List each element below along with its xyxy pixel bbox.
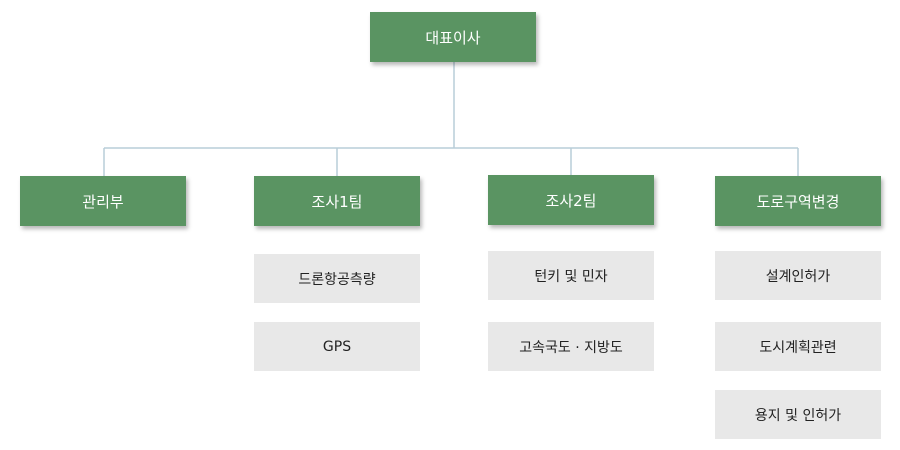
- sub-item-label: 드론항공측량: [298, 271, 376, 288]
- sub-item-gps: GPS: [254, 322, 420, 371]
- ceo-label: 대표이사: [425, 28, 481, 47]
- sub-item-label: 고속국도 · 지방도: [519, 339, 623, 356]
- dept-box-survey1: 조사1팀: [254, 176, 420, 226]
- dept-box-survey2: 조사2팀: [488, 175, 654, 225]
- sub-item-label: GPS: [322, 338, 352, 355]
- sub-item-drone-survey: 드론항공측량: [254, 254, 420, 303]
- sub-item-urban-planning: 도시계획관련: [715, 322, 881, 371]
- sub-item-highway: 고속국도 · 지방도: [488, 322, 654, 371]
- sub-item-label: 도시계획관련: [759, 339, 837, 356]
- sub-item-land-permit: 용지 및 인허가: [715, 390, 881, 439]
- dept-box-road-zone: 도로구역변경: [715, 176, 881, 226]
- sub-item-design-permit: 설계인허가: [715, 251, 881, 300]
- sub-item-label: 용지 및 인허가: [754, 407, 842, 424]
- dept-label: 조사2팀: [545, 191, 597, 210]
- sub-item-turnkey: 턴키 및 민자: [488, 251, 654, 300]
- sub-item-label: 설계인허가: [765, 268, 831, 285]
- dept-label: 관리부: [82, 192, 124, 211]
- sub-item-label: 턴키 및 민자: [534, 268, 608, 285]
- dept-label: 조사1팀: [311, 192, 363, 211]
- ceo-box: 대표이사: [370, 12, 536, 62]
- dept-box-management: 관리부: [20, 176, 186, 226]
- dept-label: 도로구역변경: [756, 192, 840, 211]
